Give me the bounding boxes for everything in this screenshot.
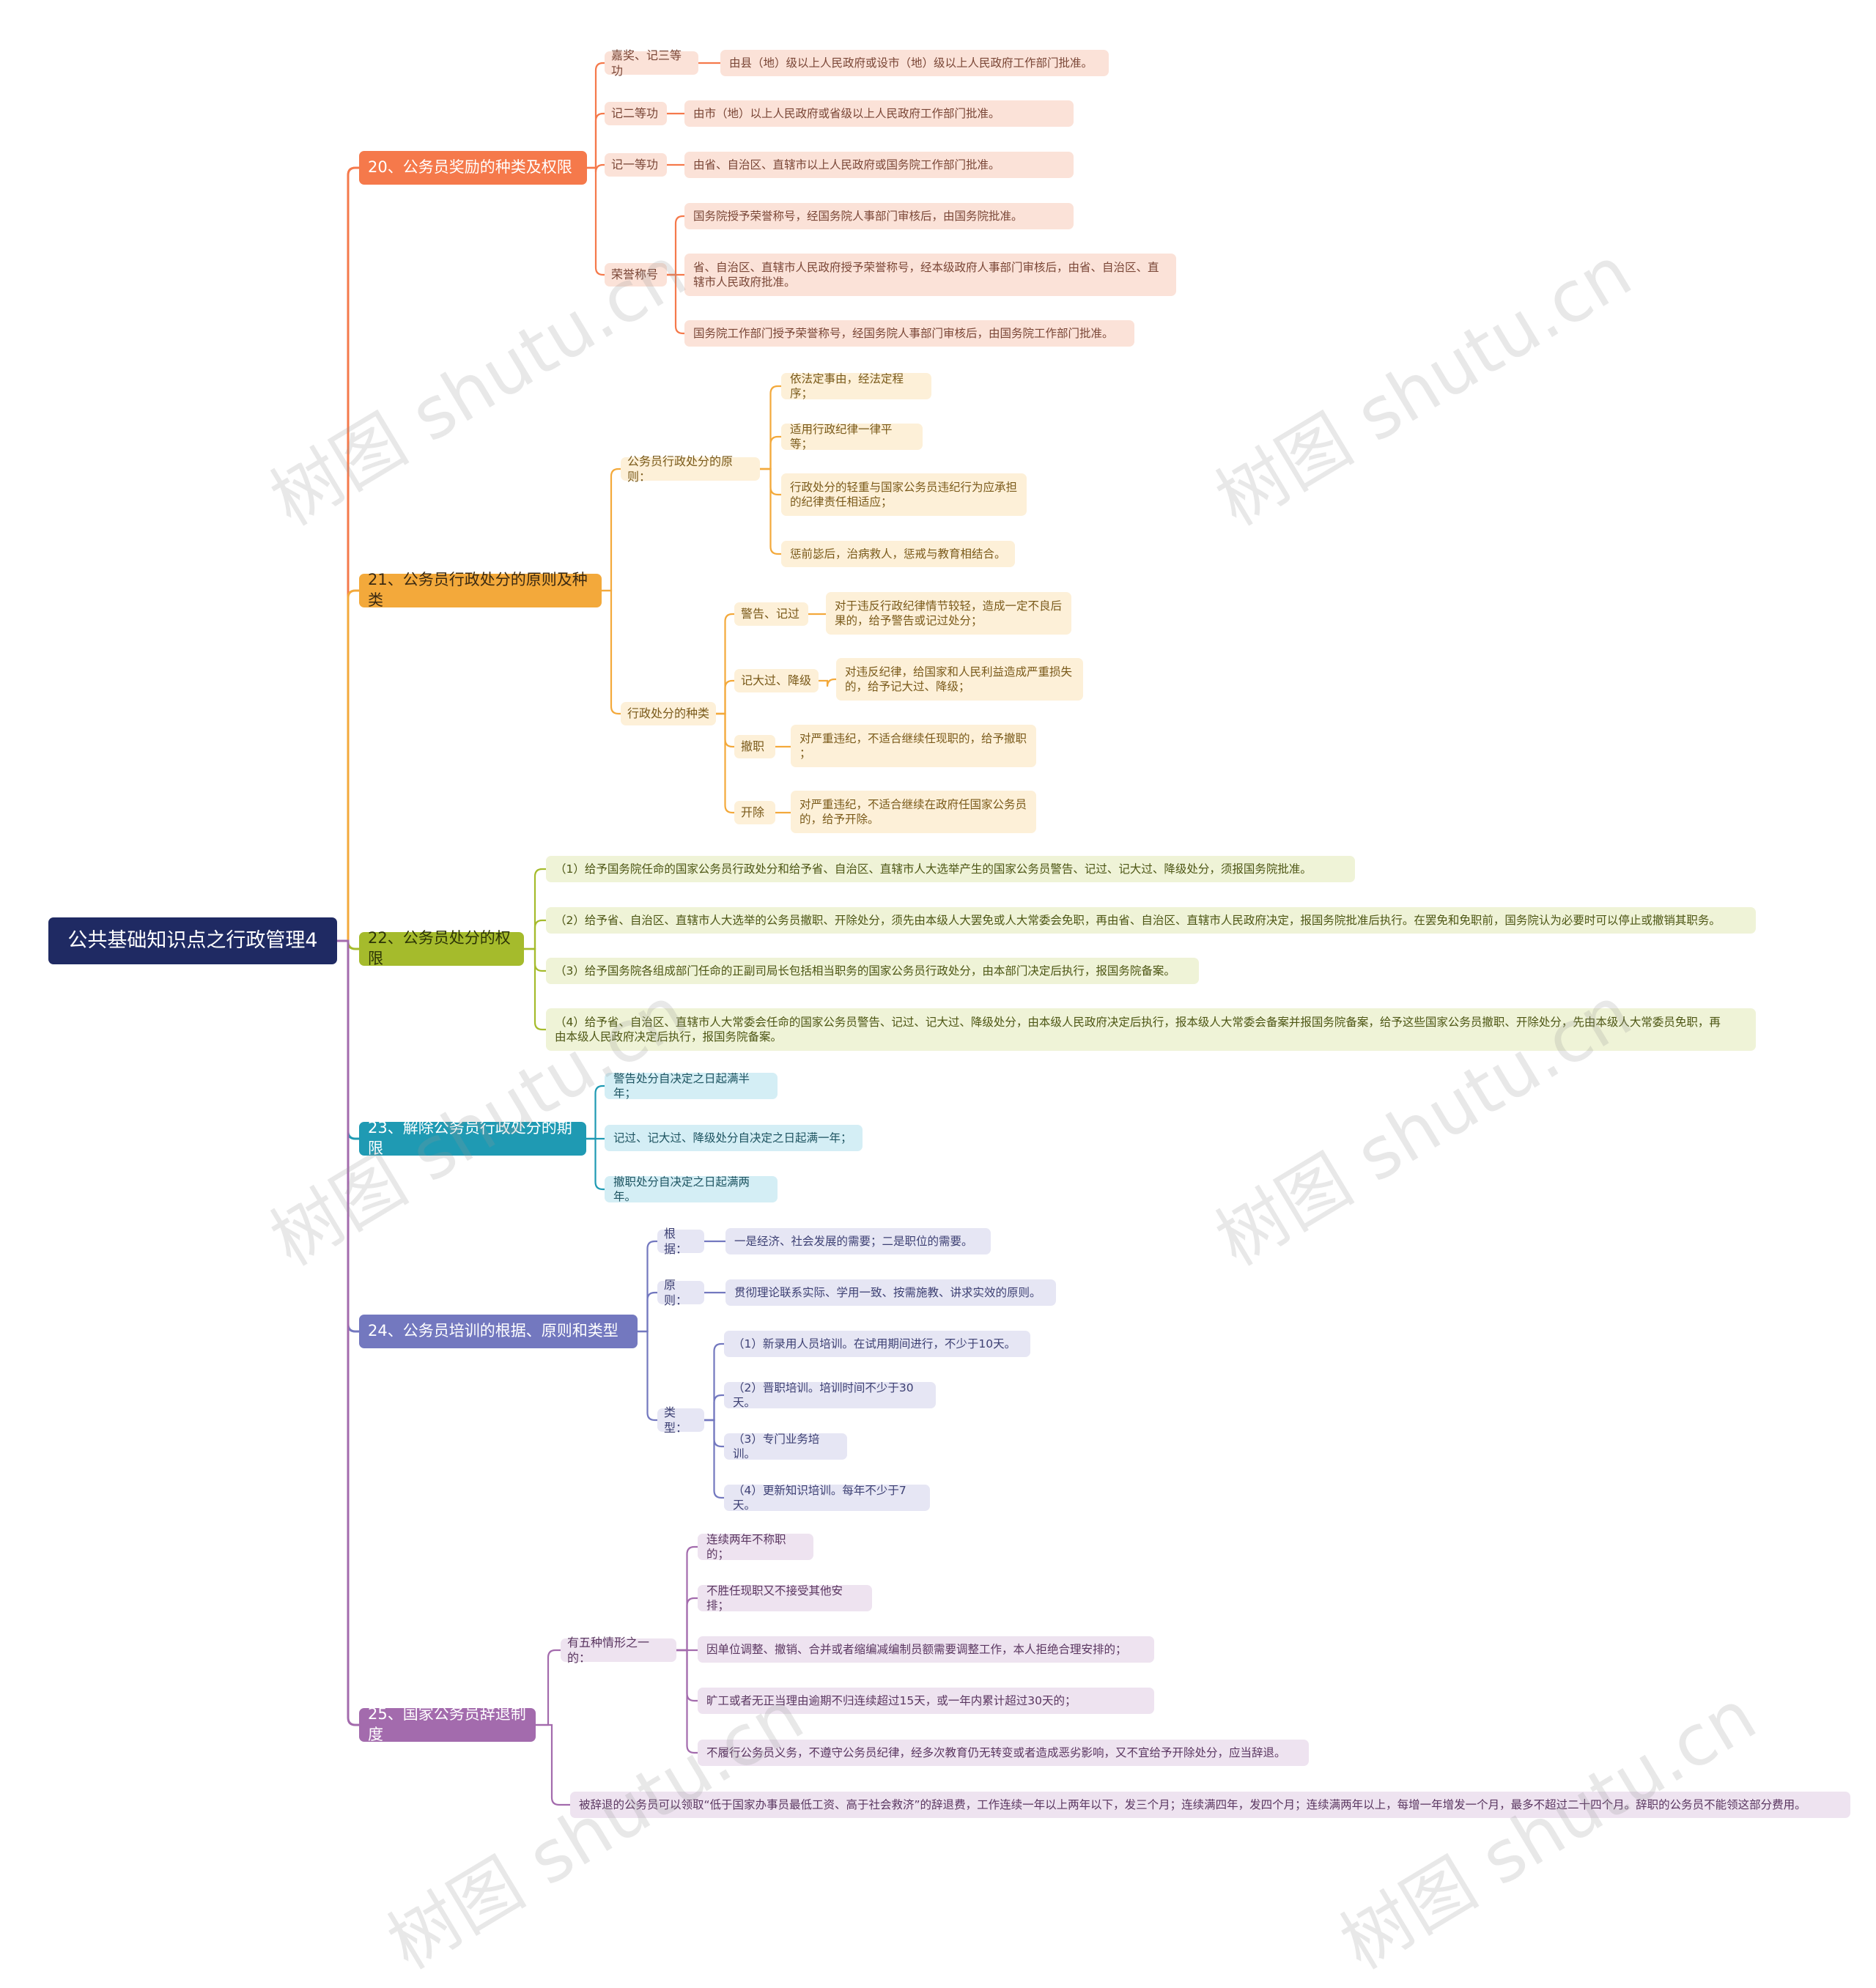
leaf-21-1d[interactable]: 惩前毖后，治病救人，惩戒与教育相结合。 [781,541,1015,567]
branch-20[interactable]: 20、公务员奖励的种类及权限 [359,151,587,185]
connector [676,1545,698,1652]
leaf-24-3b[interactable]: （2）晋职培训。培训时间不少于30天。 [724,1381,936,1409]
connector [536,1723,570,1806]
connector [524,868,546,950]
leaf-20-4a[interactable]: 国务院授予荣誉称号，经国务院人事部门审核后，由国务院批准。 [684,203,1074,229]
connector [337,166,359,942]
connector [586,1137,605,1191]
connector [819,678,836,687]
connector [716,613,734,715]
branch-24[interactable]: 24、公务员培训的根据、原则和类型 [359,1315,638,1348]
group-21-a[interactable]: 警告、记过 [734,602,808,626]
leaf-23-3[interactable]: 撤职处分自决定之日起满两年。 [605,1175,778,1203]
connector [676,1649,698,1754]
leaf-21-2c[interactable]: 对严重违纪，不适合继续任现职的，给予撤职 ； [791,725,1036,767]
connector [704,1394,724,1422]
sub-21-1[interactable]: 公务员行政处分的原则： [621,454,760,484]
leaf-20-1[interactable]: 由县（地）级以上人民政府或设市（地）级以上人民政府工作部门批准。 [720,50,1109,76]
connector [524,919,546,950]
sub-24-1[interactable]: 根据： [657,1227,704,1256]
leaf-24-2[interactable]: 贯彻理论联系实际、学用一致、按需施教、讲求实效的原则。 [725,1279,1056,1306]
leaf-21-2a[interactable]: 对于违反行政纪律情节较轻，造成一定不良后 果的，给予警告或记过处分； [826,592,1071,635]
leaf-25-2[interactable]: 被辞退的公务员可以领取“低于国家办事员最低工资、高于社会救济”的辞退费，工作连续… [570,1792,1850,1818]
leaf-24-1[interactable]: 一是经济、社会发展的需要；二是职位的需要。 [725,1228,991,1254]
connector [676,1597,698,1652]
connector [524,947,546,1031]
leaf-21-1b[interactable]: 适用行政纪律一律平等； [781,423,923,451]
group-21-d[interactable]: 开除 [734,801,775,824]
leaf-23-1[interactable]: 警告处分自决定之日起满半年； [605,1072,778,1100]
leaf-25-1d[interactable]: 旷工或者无正当理由逾期不归连续超过15天，或一年内累计超过30天的； [698,1688,1154,1714]
connector [638,1240,657,1333]
sub-20-2[interactable]: 记二等功 [605,102,667,125]
leaf-22-1[interactable]: （1）给予国务院任命的国家公务员行政处分和给予省、自治区、直辖市人大选举产生的国… [546,856,1355,882]
connector [337,589,359,942]
connector [704,1419,724,1499]
leaf-20-3[interactable]: 由省、自治区、直辖市以上人民政府或国务院工作部门批准。 [684,152,1074,178]
sub-20-4[interactable]: 荣誉称号 [605,263,667,287]
leaf-25-1b[interactable]: 不胜任现职又不接受其他安排； [698,1584,872,1612]
leaf-22-4[interactable]: （4）给予省、自治区、直辖市人大常委会任命的国家公务员警告、记过、记大过、降级处… [546,1008,1756,1051]
leaf-21-2d[interactable]: 对严重违纪，不适合继续在政府任国家公务员 的，给予开除。 [791,791,1036,833]
leaf-23-2[interactable]: 记过、记大过、降级处分自决定之日起满一年； [605,1125,863,1151]
leaf-24-3c[interactable]: （3）专门业务培训。 [724,1433,847,1460]
sub-21-2[interactable]: 行政处分的种类 [621,702,716,725]
leaf-20-4b[interactable]: 省、自治区、直辖市人民政府授予荣誉称号，经本级政府人事部门审核后，由省、自治区、… [684,254,1176,296]
connector [667,273,684,335]
leaf-25-1e[interactable]: 不履行公务员义务，不遵守公务员纪律，经多次教育仍无转变或者造成恶劣影响，又不宜给… [698,1740,1309,1766]
connector [587,166,605,276]
connector-lines [337,62,836,1806]
connector [602,468,621,592]
root-topic[interactable]: 公共基础知识点之行政管理4 [48,917,337,964]
connector [586,1084,605,1140]
leaf-25-1a[interactable]: 连续两年不称职的； [698,1533,813,1561]
branch-21[interactable]: 21、公务员行政处分的原则及种类 [359,571,602,609]
sub-25-1[interactable]: 有五种情形之一的： [561,1636,676,1665]
leaf-25-1c[interactable]: 因单位调整、撤销、合并或者缩编减编制员额需要调整工作，本人拒绝合理安排的； [698,1636,1154,1663]
connector [667,215,684,276]
leaf-24-3a[interactable]: （1）新录用人员培训。在试用期间进行，不少于10天。 [724,1331,1030,1357]
connector [704,1342,724,1422]
leaf-22-3[interactable]: （3）给予国务院各组成部门任命的正副司局长包括相当职务的国家公务员行政处分，由本… [546,958,1199,984]
leaf-20-2[interactable]: 由市（地）以上人民政府或省级以上人民政府工作部门批准。 [684,100,1074,127]
branch-23[interactable]: 23、解除公务员行政处分的期限 [359,1119,586,1157]
connector [602,589,621,715]
leaf-21-2b[interactable]: 对违反纪律，给国家和人民利益造成严重损失 的，给予记大过、降级； [836,658,1083,701]
mind-map: 公共基础知识点之行政管理4 20、公务员奖励的种类及权限 嘉奖、记三等功 由县（… [48,48,1850,1985]
connector [536,1649,561,1726]
connector [587,112,605,169]
group-21-c[interactable]: 撤职 [734,735,775,758]
leaf-22-2[interactable]: （2）给予省、自治区、直辖市人大选举的公务员撤职、开除处分，须先由本级人大罢免或… [546,907,1756,934]
connector [638,1291,657,1333]
connector [716,712,734,814]
sub-24-2[interactable]: 原则： [657,1278,704,1307]
connector [638,1330,657,1422]
branch-22[interactable]: 22、公务员处分的权限 [359,929,524,967]
connector [760,468,781,555]
sub-20-1[interactable]: 嘉奖、记三等功 [605,48,698,78]
leaf-21-1c[interactable]: 行政处分的轻重与国家公务员违纪行为应承担 的纪律责任相适应； [781,473,1027,516]
connector [760,435,781,470]
connector [716,679,734,715]
connector [760,385,781,470]
connector [337,939,359,1726]
leaf-21-1a[interactable]: 依法定事由，经法定程序； [781,372,931,400]
connector [587,62,605,169]
sub-24-3[interactable]: 类型： [657,1405,704,1435]
leaf-20-4c[interactable]: 国务院工作部门授予荣誉称号，经国务院人事部门审核后，由国务院工作部门批准。 [684,320,1134,347]
sub-20-3[interactable]: 记一等功 [605,153,667,177]
leaf-24-3d[interactable]: （4）更新知识培训。每年不少于7天。 [724,1484,930,1512]
branch-25[interactable]: 25、国家公务员辞退制度 [359,1705,536,1743]
group-21-b[interactable]: 记大过、降级 [734,669,819,692]
